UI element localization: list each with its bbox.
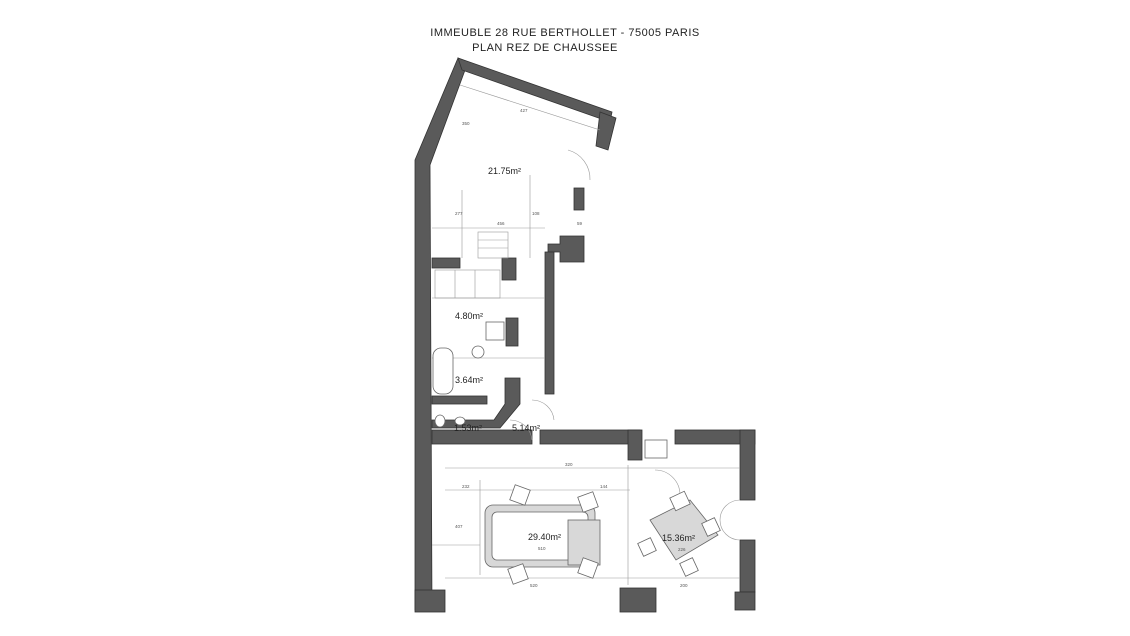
toilet (454, 416, 466, 426)
plan-title: IMMEUBLE 28 RUE BERTHOLLET - 75005 PARIS (430, 27, 700, 39)
dimension-label: 226 (678, 547, 686, 552)
dimension-label: 59 (577, 221, 583, 226)
shower (485, 321, 505, 341)
dimension-label: 277 (455, 211, 463, 216)
armchair (577, 557, 599, 579)
armchair (507, 563, 529, 585)
plan-subtitle: PLAN REZ DE CHAUSSEE (472, 42, 618, 54)
sink (434, 414, 446, 428)
dimension-label: 520 (530, 583, 538, 588)
kitchen-sink (644, 439, 668, 459)
room-area-dining: 15.36m² (662, 533, 695, 543)
walls (414, 57, 756, 613)
dimension-label: 407 (455, 524, 463, 529)
dimension-label: 232 (462, 484, 470, 489)
room-area-wc: 1.53m² (454, 423, 482, 433)
bathtub (432, 347, 454, 395)
dimension-label: 200 (680, 583, 688, 588)
dimension-label: 456 (497, 221, 505, 226)
washbasin (471, 345, 485, 359)
dimension-lines (432, 84, 740, 585)
furniture (484, 484, 721, 585)
room-area-hall: 4.80m² (455, 311, 483, 321)
room-area-bathroom: 3.64m² (455, 375, 483, 385)
dimension-label: 510 (538, 546, 546, 551)
armchair (509, 484, 531, 506)
staircase (434, 231, 509, 299)
dimension-label: 350 (462, 121, 470, 126)
room-area-living: 29.40m² (528, 532, 561, 542)
room-area-entry: 5.14m² (512, 423, 540, 433)
room-area-living-upper: 21.75m² (488, 166, 521, 176)
dimension-label: 108 (532, 211, 540, 216)
armchair (577, 491, 599, 513)
dimension-label: 320 (565, 462, 573, 467)
dimension-label: 144 (600, 484, 608, 489)
bathroom-fixtures (432, 321, 668, 459)
doors (509, 149, 741, 541)
dimension-label: 427 (520, 108, 528, 113)
